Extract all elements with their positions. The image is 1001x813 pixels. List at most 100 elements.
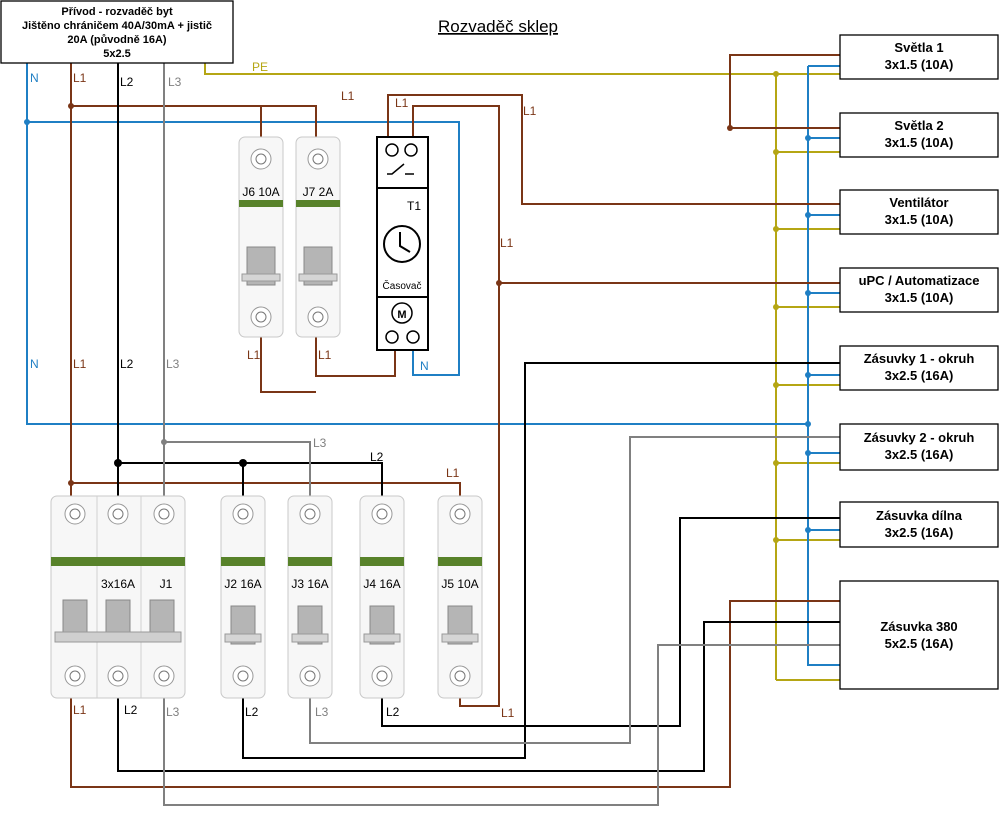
circuit-name: Zásuvky 2 - okruh xyxy=(864,430,975,445)
supply-box: Přívod - rozvaděč byt Jištěno chráničem … xyxy=(0,0,234,64)
supply-line-3: 20A (původně 16A) xyxy=(67,34,167,46)
junction xyxy=(24,119,30,125)
circuit-box-upc: uPC / Automatizace 3x1.5 (10A) xyxy=(839,267,999,313)
wire-labels: N L1 L2 L3 PE L1 L1 L1 L1 N L1 L2 L3 L1 … xyxy=(30,60,537,720)
circuit-spec: 3x1.5 (10A) xyxy=(885,290,954,305)
wire-label-n: N xyxy=(420,359,429,373)
motor-label: M xyxy=(397,309,406,321)
junction xyxy=(496,280,502,286)
wire-label-l1: L1 xyxy=(73,703,87,717)
wire-label-l1: L1 xyxy=(446,466,460,480)
circuit-box-zasuvky-1: Zásuvky 1 - okruh 3x2.5 (16A) xyxy=(839,345,999,391)
wire-label-n: N xyxy=(30,357,39,371)
junction xyxy=(773,226,779,232)
junction xyxy=(68,480,74,486)
junction xyxy=(68,103,74,109)
junction xyxy=(773,149,779,155)
breaker-j2: J2 16A xyxy=(220,495,266,699)
wire-label-l2: L2 xyxy=(386,705,400,719)
junction xyxy=(773,382,779,388)
wires xyxy=(26,54,840,806)
wire-label-l3: L3 xyxy=(315,705,329,719)
circuit-name: uPC / Automatizace xyxy=(859,273,980,288)
wire-label-l1: L1 xyxy=(500,236,514,250)
wire-label-l2: L2 xyxy=(245,705,259,719)
wire-label-l2: L2 xyxy=(120,357,134,371)
breaker-main-label: 3x16A xyxy=(101,577,135,591)
breaker-j7: J7 2A xyxy=(295,136,341,338)
breaker-j7-label: J7 2A xyxy=(303,185,334,199)
breaker-j5: J5 10A xyxy=(437,495,483,699)
circuit-name: Zásuvka dílna xyxy=(876,508,963,523)
wire-label-l2: L2 xyxy=(124,703,138,717)
circuit-box-svetla-1: Světla 1 3x1.5 (10A) xyxy=(839,34,999,80)
breaker-main-3p: 3x16A J1 xyxy=(50,495,186,699)
circuit-name: Ventilátor xyxy=(889,195,948,210)
circuit-box-zasuvky-2: Zásuvky 2 - okruh 3x2.5 (16A) xyxy=(839,423,999,471)
junction xyxy=(773,304,779,310)
circuit-name: Zásuvka 380 xyxy=(880,619,957,634)
junction xyxy=(161,439,167,445)
breaker-j6: J6 10A xyxy=(238,136,284,338)
wire-label-l2: L2 xyxy=(370,450,384,464)
motor-icon: M xyxy=(385,302,420,344)
wire-label-l3: L3 xyxy=(166,357,180,371)
wire-label-l1: L1 xyxy=(523,104,537,118)
clock-icon xyxy=(383,225,421,263)
junction xyxy=(805,421,811,427)
breaker-main-id: J1 xyxy=(160,577,173,591)
timer-t1: T1 Časovač M xyxy=(376,136,429,351)
circuit-box-ventilator: Ventilátor 3x1.5 (10A) xyxy=(839,189,999,235)
junction xyxy=(805,527,811,533)
supply-line-4: 5x2.5 xyxy=(103,48,131,60)
breaker-j4: J4 16A xyxy=(359,495,405,699)
wire-label-l1: L1 xyxy=(395,96,409,110)
timer-name: Časovač xyxy=(383,279,422,292)
supply-line-2: Jištěno chráničem 40A/30mA + jistič xyxy=(22,20,212,32)
junction xyxy=(805,450,811,456)
diagram-title: Rozvaděč sklep xyxy=(438,17,558,36)
circuit-box-svetla-2: Světla 2 3x1.5 (10A) xyxy=(839,112,999,158)
breaker-j3: J3 16A xyxy=(287,495,333,699)
circuit-box-zasuvka-380: Zásuvka 380 5x2.5 (16A) xyxy=(839,580,999,690)
l3-wires xyxy=(163,63,840,806)
circuit-boxes: Světla 1 3x1.5 (10A) Světla 2 3x1.5 (10A… xyxy=(839,34,999,690)
breaker-j4-label: J4 16A xyxy=(363,577,400,591)
wire-label-l1: L1 xyxy=(318,348,332,362)
junction xyxy=(805,135,811,141)
junction xyxy=(773,71,779,77)
wire-label-l1: L1 xyxy=(501,706,515,720)
circuit-spec: 3x2.5 (16A) xyxy=(885,525,954,540)
junctions xyxy=(24,71,811,543)
junction xyxy=(805,212,811,218)
breaker-j2-label: J2 16A xyxy=(224,577,261,591)
relay-contact-icon xyxy=(385,143,418,175)
circuit-name: Zásuvky 1 - okruh xyxy=(864,351,975,366)
l1-wires xyxy=(70,54,840,788)
circuit-spec: 3x2.5 (16A) xyxy=(885,447,954,462)
junction xyxy=(773,537,779,543)
breaker-j5-label: J5 10A xyxy=(441,577,478,591)
circuit-spec: 5x2.5 (16A) xyxy=(885,636,954,651)
circuit-spec: 3x1.5 (10A) xyxy=(885,57,954,72)
breaker-j6-label: J6 10A xyxy=(242,185,279,199)
junction xyxy=(727,125,733,131)
junction xyxy=(805,372,811,378)
circuit-box-zasuvka-dilna: Zásuvka dílna 3x2.5 (16A) xyxy=(839,501,999,548)
wire-label-l1: L1 xyxy=(341,89,355,103)
wire-label-n: N xyxy=(30,71,39,85)
junction xyxy=(773,460,779,466)
junction xyxy=(239,459,247,467)
junction xyxy=(805,290,811,296)
wire-label-l3: L3 xyxy=(313,436,327,450)
supply-line-1: Přívod - rozvaděč byt xyxy=(61,6,173,18)
junction xyxy=(114,459,122,467)
wire-label-l1: L1 xyxy=(247,348,261,362)
l2-wires xyxy=(117,63,840,772)
wire-label-pe: PE xyxy=(252,60,268,74)
wire-label-l1: L1 xyxy=(73,71,87,85)
circuit-spec: 3x2.5 (16A) xyxy=(885,368,954,383)
breaker-j3-label: J3 16A xyxy=(291,577,328,591)
circuit-name: Světla 2 xyxy=(894,118,943,133)
